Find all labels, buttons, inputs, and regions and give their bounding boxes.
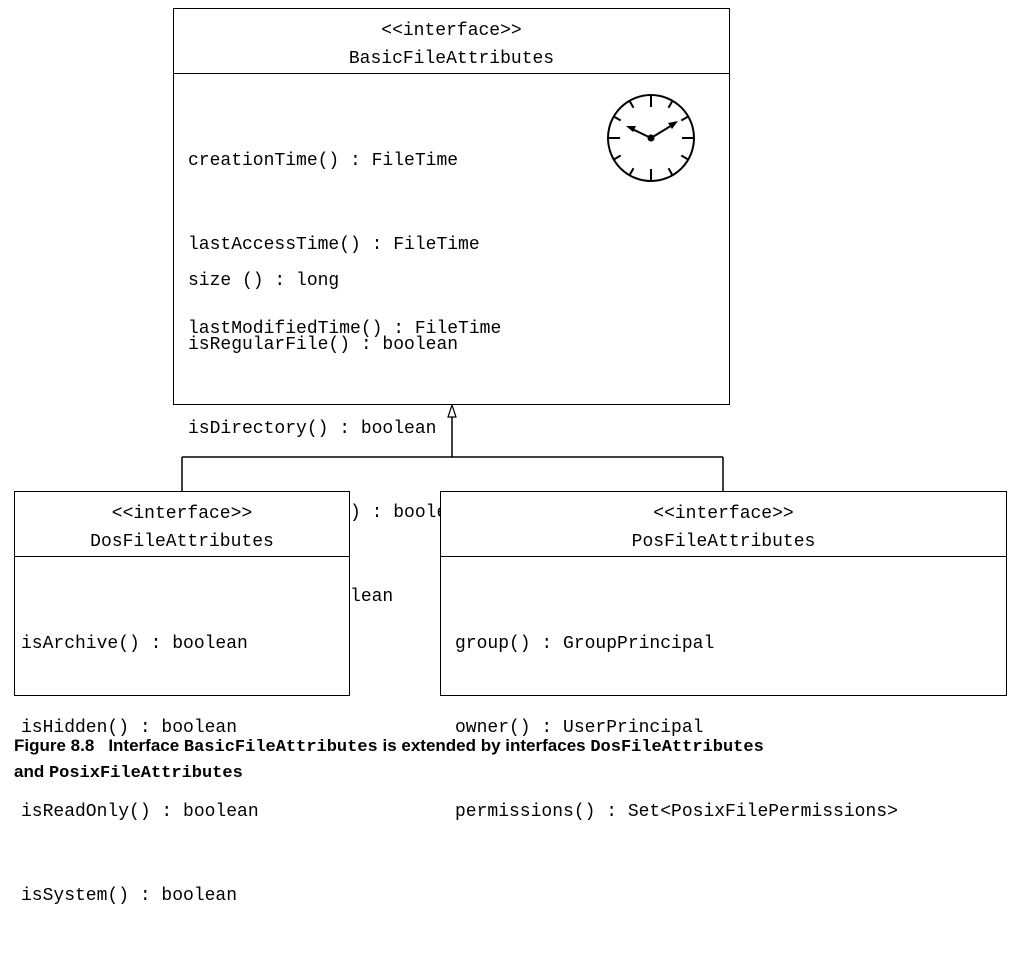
method-is-directory: isDirectory() : boolean [188,419,437,439]
method-last-modified-time: lastModifiedTime() : FileTime [188,319,502,339]
caption-code-1: BasicFileAttributes [183,738,378,757]
caption-code-2: DosFileAttributes [590,738,764,757]
dos-file-attributes-box: <<interface>> DosFileAttributes isArchiv… [14,491,350,906]
dos-header: <<interface>> DosFileAttributes [15,492,349,556]
posix-stereotype: <<interface>> [653,504,794,524]
basic-size-methods: size () : long [188,211,339,351]
clock-icon [607,94,695,182]
caption-line-2: and PosixFileAttributes [14,760,764,786]
posix-divider [441,556,1006,557]
posix-header: <<interface>> PosFileAttributes [441,492,1006,556]
method-is-hidden: isHidden() : boolean [21,718,238,738]
posix-methods: group() : GroupPrincipal owner() : UserP… [455,574,898,882]
method-is-system: isSystem() : boolean [21,886,238,906]
basic-name: BasicFileAttributes [348,49,555,69]
caption-text-1: Interface [108,736,184,755]
method-size: size () : long [188,271,340,291]
basic-divider [174,73,729,74]
method-permissions: permissions() : Set<PosixFilePermissions… [455,802,898,822]
dos-divider [15,556,349,557]
method-is-archive: isArchive() : boolean [21,634,248,654]
dos-stereotype: <<interface>> [111,504,253,524]
method-is-regular-file: isRegularFile() : boolean [188,335,459,355]
inheritance-connectors [181,403,724,491]
posix-name: PosFileAttributes [631,532,816,552]
dos-name: DosFileAttributes [90,532,274,552]
inheritance-arrowhead [447,403,457,418]
caption-text-3: and [14,762,49,781]
basic-stereotype: <<interface>> [381,21,522,41]
method-creation-time: creationTime() : FileTime [188,151,459,171]
posix-file-attributes-box: <<interface>> PosFileAttributes group() … [440,491,1007,822]
basic-file-attributes-box: <<interface>> BasicFileAttributes creati… [173,8,730,607]
caption-text-2: is extended by interfaces [377,736,591,755]
basic-header: <<interface>> BasicFileAttributes [174,9,729,73]
method-group: group() : GroupPrincipal [455,634,715,654]
method-owner: owner() : UserPrincipal [455,718,704,738]
caption-code-3: PosixFileAttributes [48,764,243,783]
basic-time-methods: creationTime() : FileTime lastAccessTime… [188,91,501,399]
caption-label: Figure 8.8 [14,736,95,755]
method-last-access-time: lastAccessTime() : FileTime [188,235,480,255]
method-is-read-only: isReadOnly() : boolean [21,802,259,822]
